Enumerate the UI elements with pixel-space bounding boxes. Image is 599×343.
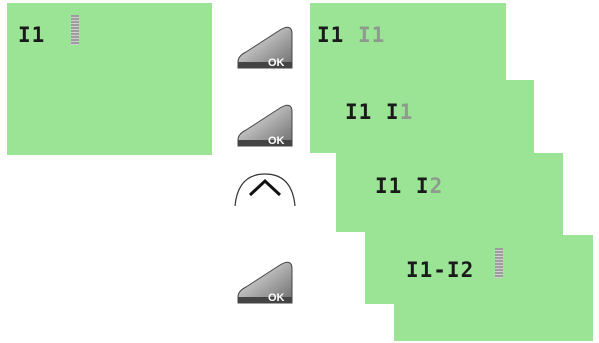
up-arrow-button[interactable]: [234, 172, 296, 208]
ok-button[interactable]: OK: [236, 24, 296, 70]
cursor-block: [71, 15, 79, 45]
display-text: I1 I1: [345, 100, 413, 124]
display-text-main: I1 I: [375, 174, 430, 198]
display-text-dim: 1: [400, 100, 414, 124]
chevron-up-icon: [234, 172, 296, 208]
cursor-block: [495, 248, 503, 278]
ok-label: OK: [268, 135, 285, 147]
display-text-main: I1 I: [345, 100, 400, 124]
display-text: I1 I1: [317, 23, 385, 47]
ok-button[interactable]: OK: [236, 259, 296, 305]
lcd-display-result: I1-I2: [394, 235, 593, 341]
display-text: I1 I2: [375, 174, 443, 198]
display-text-main: I1: [317, 23, 344, 47]
display-text: I1-I2: [406, 258, 488, 282]
ok-label: OK: [268, 57, 285, 69]
display-text-dim: I1: [344, 23, 385, 47]
lcd-display-initial: I1: [7, 3, 212, 155]
ok-label: OK: [268, 292, 285, 304]
ok-button[interactable]: OK: [236, 102, 296, 148]
display-text-dim: 2: [430, 174, 444, 198]
display-text: I1: [18, 23, 59, 47]
